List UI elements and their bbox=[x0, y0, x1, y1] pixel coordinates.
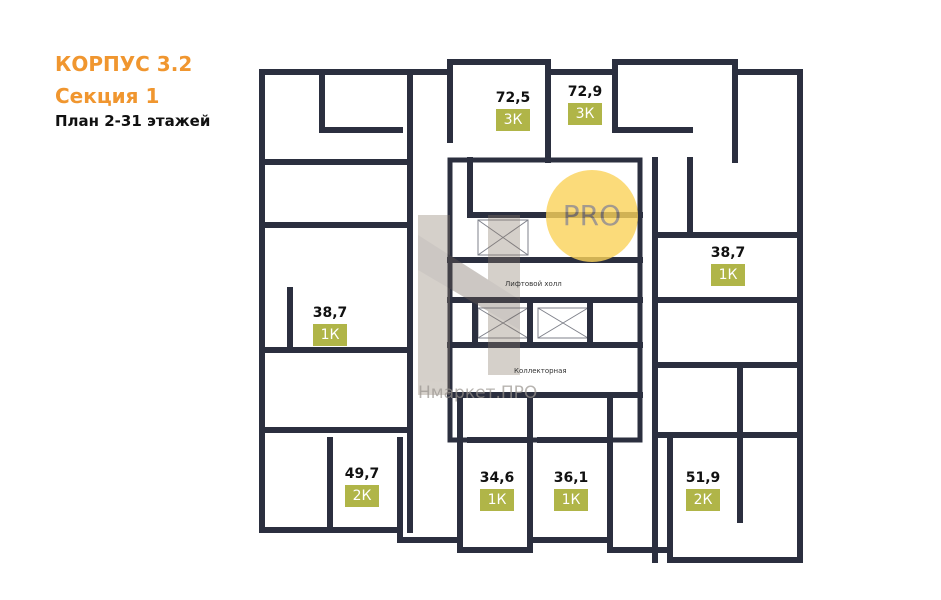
room-type-badge: 1К bbox=[313, 324, 347, 346]
room-type-badge: 1К bbox=[480, 489, 514, 511]
watermark-text: Нмаркет.ПРО bbox=[418, 383, 538, 403]
room-type-badge: 2К bbox=[686, 489, 720, 511]
room-collector: Коллекторная bbox=[514, 367, 567, 375]
pro-watermark: PRO bbox=[546, 170, 638, 262]
room-type-badge: 1К bbox=[554, 489, 588, 511]
room-lift-hall: Лифтовой холл bbox=[505, 280, 562, 288]
section-title: Секция 1 bbox=[55, 84, 160, 108]
room-type-badge: 3К bbox=[568, 103, 602, 125]
room-type-badge: 1К bbox=[711, 264, 745, 286]
building-title: КОРПУС 3.2 bbox=[55, 52, 193, 76]
room-type-badge: 3К bbox=[496, 109, 530, 131]
plan-subtitle: План 2-31 этажей bbox=[55, 112, 211, 130]
watermark-logo bbox=[418, 215, 520, 395]
room-type-badge: 2К bbox=[345, 485, 379, 507]
